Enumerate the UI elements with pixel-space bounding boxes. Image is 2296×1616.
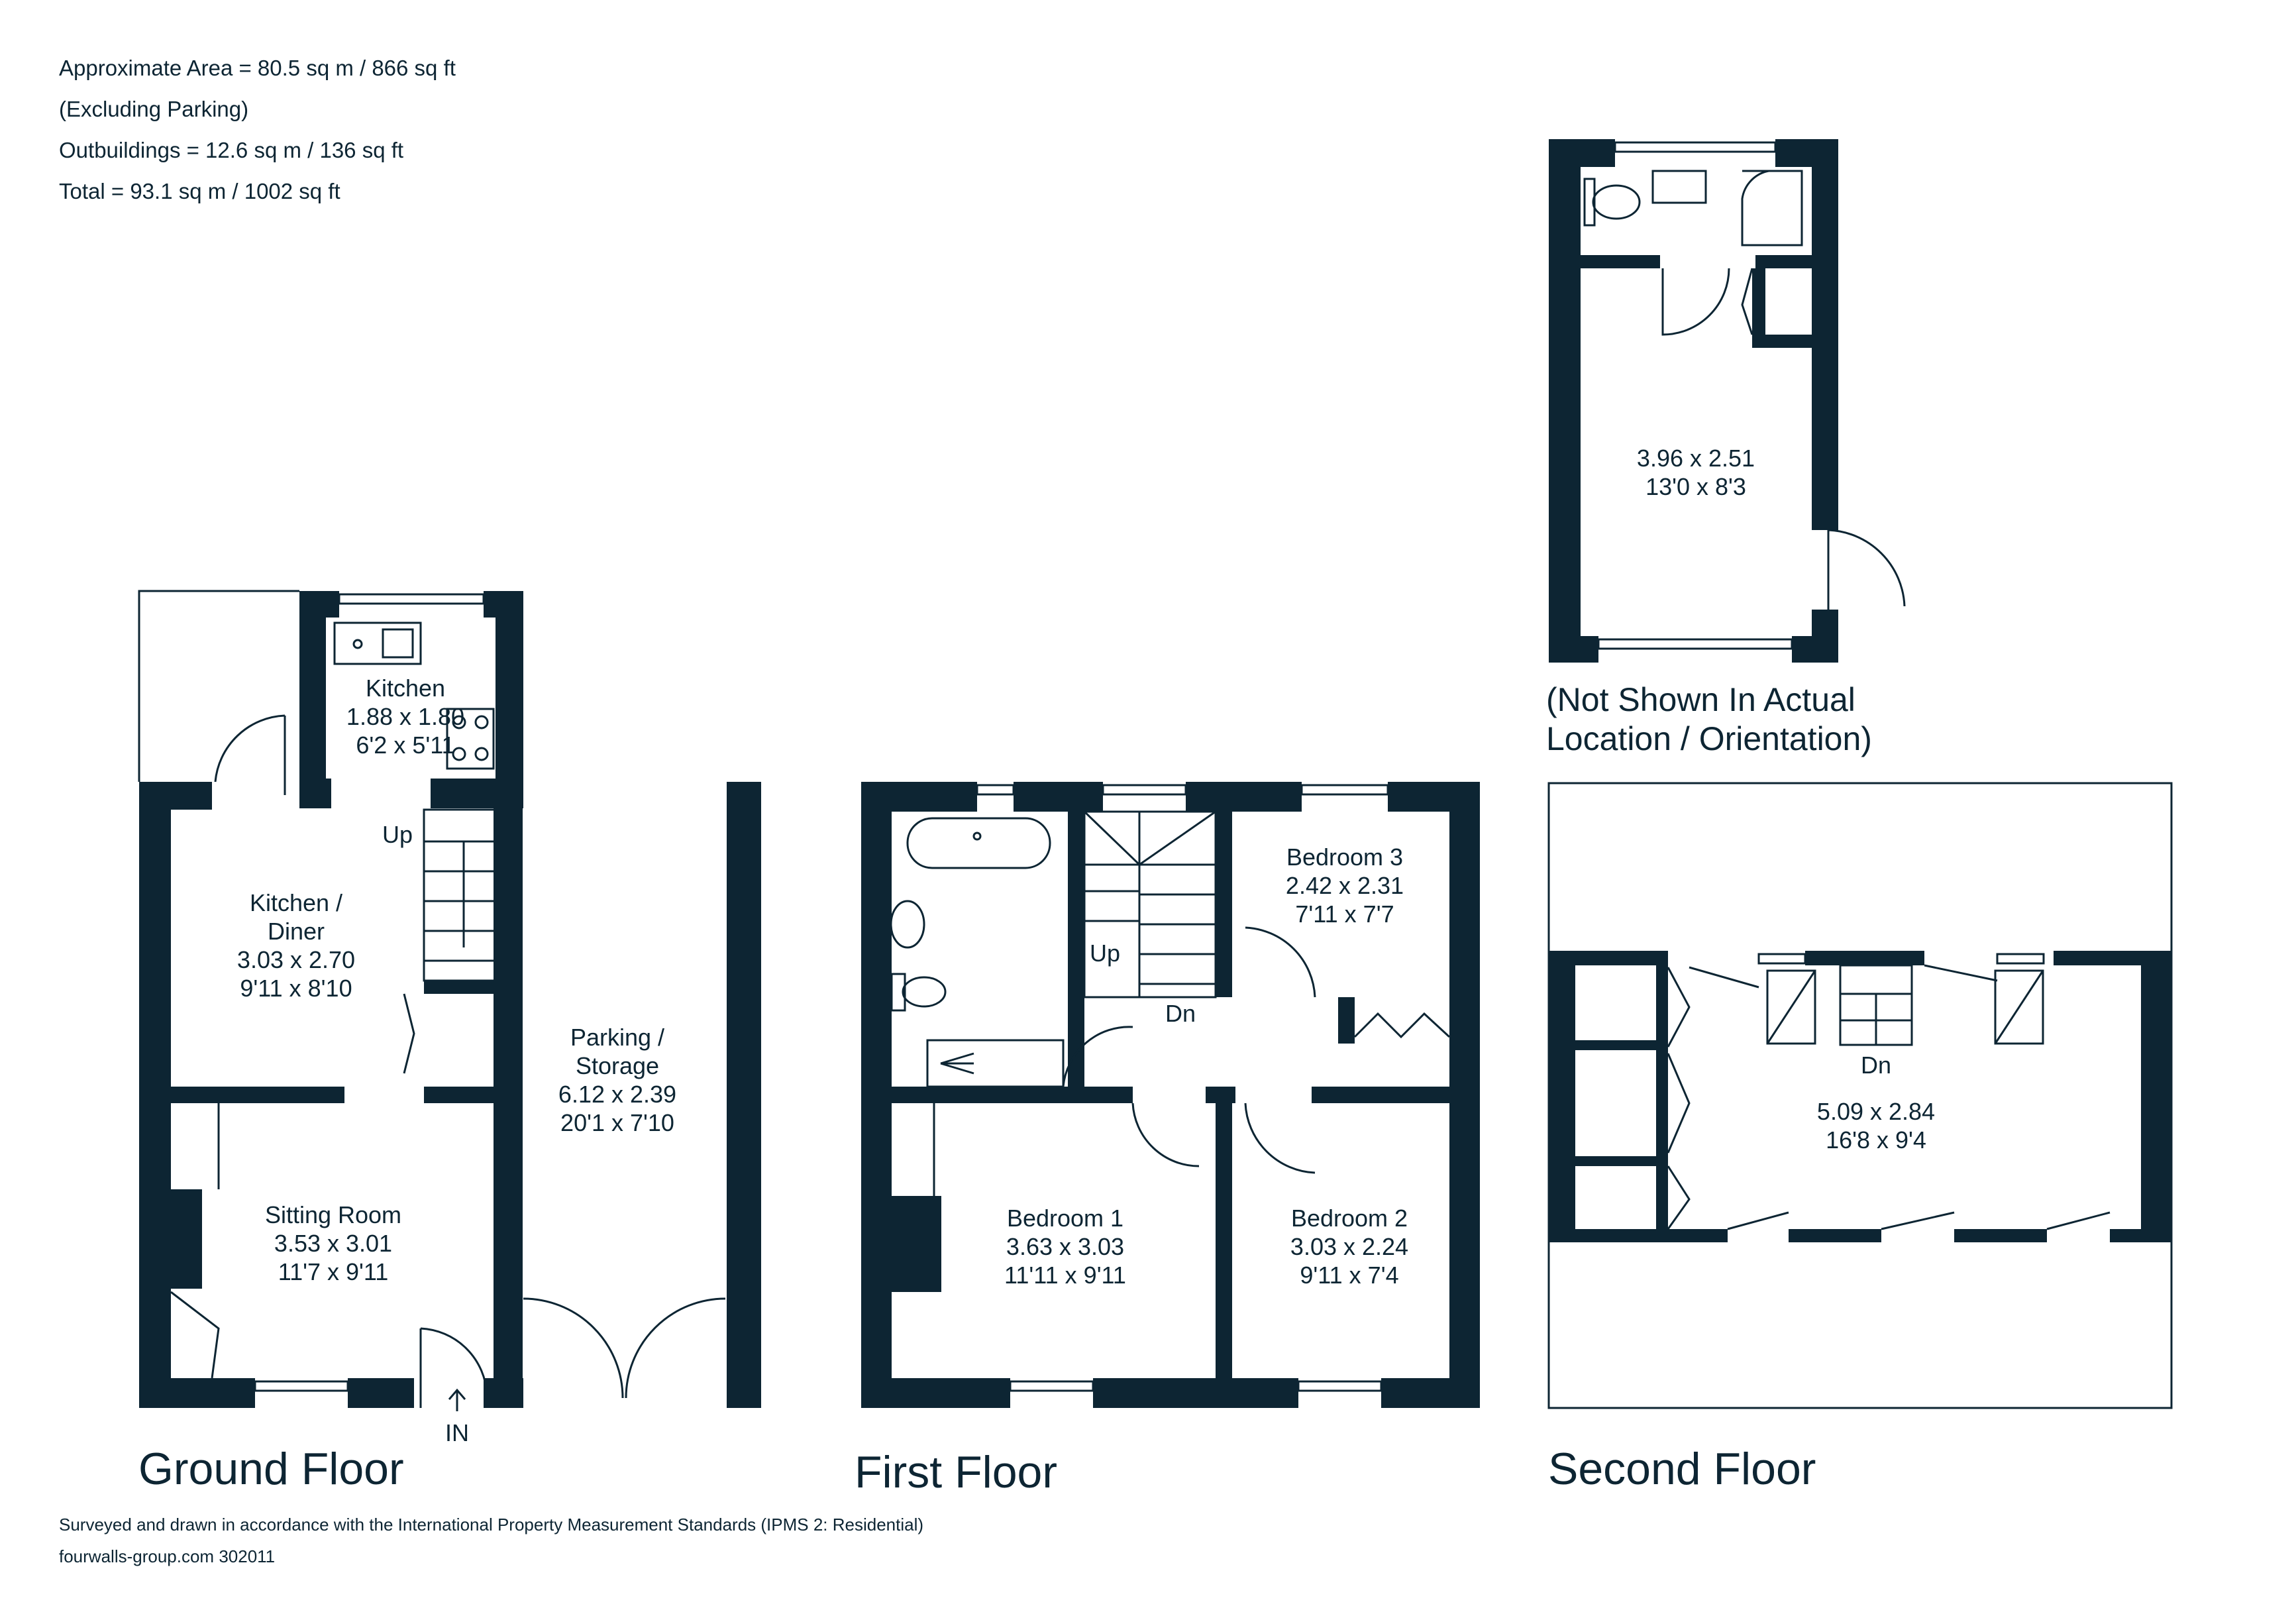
second-floor-details <box>1667 953 2111 1230</box>
ground-floor-plan <box>139 591 761 1408</box>
outbuilding-metric: 3.96 x 2.51 <box>1637 445 1755 472</box>
ground-floor-labels: Kitchen 1.88 x 1.80 6'2 x 5'11 Up Kitche… <box>138 674 676 1494</box>
first-floor-details <box>890 784 1451 1392</box>
kitchen-diner-label-1: Kitchen / <box>250 889 342 916</box>
outbuilding-plan <box>1549 139 1838 663</box>
ground-floor-details <box>138 590 726 1411</box>
kitchen-label: Kitchen <box>366 674 445 702</box>
outbuilding-details <box>1583 141 1906 650</box>
bedroom2-label: Bedroom 2 <box>1291 1205 1408 1232</box>
area-line-3: Outbuildings = 12.6 sq m / 136 sq ft <box>59 138 403 162</box>
first-stairs-up-label: Up <box>1090 940 1120 967</box>
area-line-4: Total = 93.1 sq m / 1002 sq ft <box>59 179 340 203</box>
sitting-room-imperial: 11'7 x 9'11 <box>278 1258 389 1285</box>
footer-standards-note: Surveyed and drawn in accordance with th… <box>59 1515 923 1535</box>
bedroom1-metric: 3.63 x 3.03 <box>1006 1233 1124 1260</box>
kitchen-imperial: 6'2 x 5'11 <box>356 731 454 759</box>
bedroom3-label: Bedroom 3 <box>1286 843 1403 871</box>
second-stairs-down-label: Dn <box>1861 1051 1891 1079</box>
first-floor-labels: Bedroom 3 2.42 x 2.31 7'11 x 7'7 Up Dn B… <box>855 843 1408 1497</box>
bedroom3-metric: 2.42 x 2.31 <box>1286 872 1404 899</box>
entrance-label: IN <box>445 1419 469 1446</box>
kitchen-diner-metric: 3.03 x 2.70 <box>237 946 355 973</box>
footer: Surveyed and drawn in accordance with th… <box>59 1515 923 1566</box>
outbuilding-note-1: (Not Shown In Actual <box>1546 681 1855 718</box>
first-floor-title: First Floor <box>855 1447 1057 1497</box>
bedroom1-label: Bedroom 1 <box>1007 1205 1123 1232</box>
sitting-room-label: Sitting Room <box>265 1201 401 1228</box>
kitchen-diner-label-2: Diner <box>268 918 325 945</box>
sitting-room-metric: 3.53 x 3.01 <box>274 1230 392 1257</box>
bedroom2-metric: 3.03 x 2.24 <box>1290 1233 1408 1260</box>
footer-website: fourwalls-group.com 302011 <box>59 1546 275 1566</box>
ground-floor-title: Ground Floor <box>138 1444 404 1494</box>
kitchen-metric: 1.88 x 1.80 <box>346 703 464 730</box>
parking-imperial: 20'1 x 7'10 <box>560 1109 674 1136</box>
ground-stairs-up-label: Up <box>382 821 413 848</box>
bedroom2-imperial: 9'11 x 7'4 <box>1300 1262 1398 1289</box>
second-floor-labels: Dn 5.09 x 2.84 16'8 x 9'4 Second Floor <box>1548 1051 1935 1494</box>
second-floor-title: Second Floor <box>1548 1444 1816 1494</box>
parking-label-1: Parking / <box>570 1024 664 1051</box>
kitchen-diner-imperial: 9'11 x 8'10 <box>240 975 352 1002</box>
area-line-1: Approximate Area = 80.5 sq m / 866 sq ft <box>59 56 456 80</box>
parking-label-2: Storage <box>576 1052 659 1079</box>
outbuilding-labels: 3.96 x 2.51 13'0 x 8'3 (Not Shown In Act… <box>1546 445 1872 757</box>
bedroom1-imperial: 11'11 x 9'11 <box>1004 1262 1126 1289</box>
first-floor-plan <box>861 782 1480 1408</box>
area-line-2: (Excluding Parking) <box>59 97 248 121</box>
second-room-metric: 5.09 x 2.84 <box>1817 1098 1935 1125</box>
outbuilding-note-2: Location / Orientation) <box>1546 720 1872 757</box>
outbuilding-imperial: 13'0 x 8'3 <box>1645 473 1746 500</box>
second-floor-outline <box>1547 782 2173 1409</box>
first-stairs-down-label: Dn <box>1165 1000 1196 1027</box>
bedroom3-imperial: 7'11 x 7'7 <box>1295 900 1394 928</box>
area-summary: Approximate Area = 80.5 sq m / 866 sq ft… <box>59 56 456 203</box>
parking-metric: 6.12 x 2.39 <box>558 1081 676 1108</box>
second-floor-plan <box>1549 951 2171 1242</box>
second-room-imperial: 16'8 x 9'4 <box>1826 1126 1926 1154</box>
